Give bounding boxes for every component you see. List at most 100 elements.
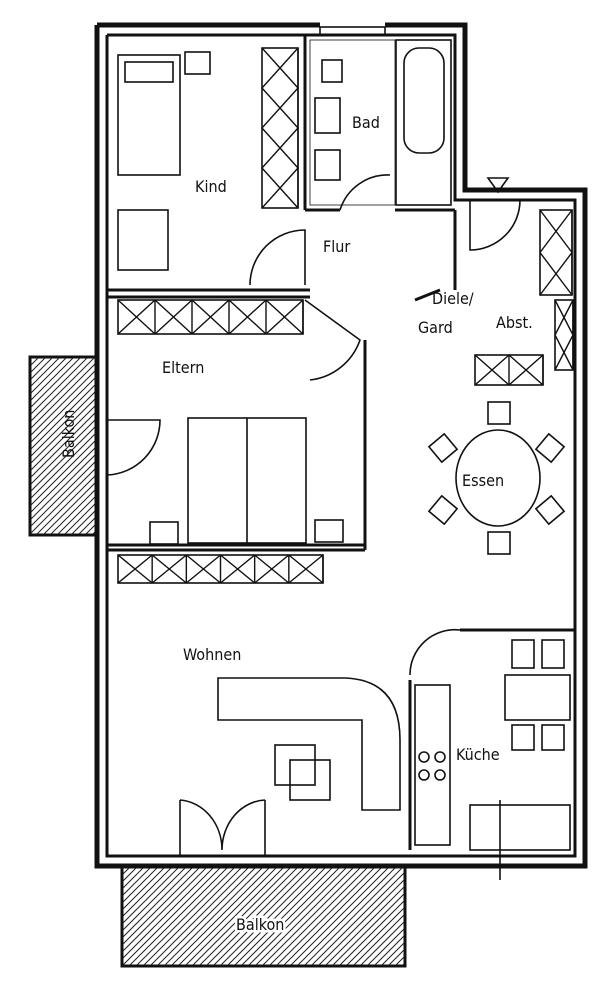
- balcony-bottom: [120, 864, 599, 968]
- hatch-line: [123, 867, 201, 945]
- hatch-line: [185, 867, 285, 965]
- hatch-line: [473, 867, 571, 965]
- wardrobe-cross: [539, 209, 573, 253]
- hatch-line: [205, 358, 381, 534]
- hatch-line: [255, 867, 355, 965]
- hatch-line: [184, 358, 360, 534]
- hatch-line: [150, 867, 250, 965]
- hatch-line: [31, 439, 96, 506]
- hatch-line: [410, 867, 508, 965]
- wardrobe-cross: [254, 554, 290, 584]
- room-label-gard: Gard: [418, 318, 453, 337]
- hatch-line: [248, 867, 348, 965]
- hatch-line: [31, 460, 96, 527]
- hatch-line: [360, 921, 404, 965]
- hatch-line: [177, 358, 353, 534]
- outer-walls: [94, 22, 588, 869]
- room-label-balkon-left: Balkon: [59, 410, 78, 458]
- hatch-line: [332, 893, 404, 965]
- hatch-line: [31, 358, 81, 408]
- hatch-line: [31, 411, 96, 478]
- wardrobe-cross: [261, 167, 299, 209]
- hatch-line: [374, 935, 404, 965]
- hatch-line: [353, 914, 404, 965]
- room-label-kueche: Küche: [456, 745, 500, 764]
- hatch-line: [395, 956, 404, 965]
- hatch-line: [31, 362, 96, 429]
- hatch-line: [31, 358, 74, 401]
- hatch-line: [123, 867, 180, 924]
- hatch-line: [31, 369, 96, 436]
- hatch-line: [283, 867, 383, 965]
- hatch-line: [247, 358, 423, 534]
- hatch-line: [459, 867, 557, 965]
- hatch-line: [31, 425, 96, 492]
- hatch-line: [31, 358, 88, 415]
- hatch-line: [494, 867, 592, 965]
- hatch-line: [123, 867, 187, 931]
- furniture: [117, 39, 574, 880]
- hatch-line: [212, 358, 388, 534]
- hatch-line: [452, 867, 550, 965]
- wardrobe-cross: [265, 299, 304, 335]
- hatch-line: [123, 867, 145, 889]
- hatch-line: [50, 488, 96, 534]
- room-label-abst: Abst.: [496, 313, 533, 332]
- hatch-line: [438, 867, 536, 965]
- hatch-line: [31, 404, 96, 471]
- room-label-kind: Kind: [195, 177, 227, 196]
- hatch-line: [163, 358, 339, 534]
- hatch-line: [339, 900, 404, 965]
- hatch-line: [501, 867, 599, 965]
- hatch-line: [346, 907, 404, 965]
- hatch-line: [445, 867, 543, 965]
- hatch-line: [304, 867, 404, 965]
- hatch-line: [57, 495, 96, 534]
- wardrobe-cross: [191, 299, 230, 335]
- hatch-line: [431, 867, 529, 965]
- hatch-line: [31, 418, 96, 485]
- hatch-line: [199, 867, 299, 965]
- hatch-line: [78, 516, 96, 534]
- hatch-line: [64, 502, 96, 534]
- hatch-line: [143, 867, 243, 965]
- hatch-line: [226, 358, 402, 534]
- hatch-line: [31, 467, 96, 534]
- hatch-line: [171, 867, 271, 965]
- hatch-line: [170, 358, 346, 534]
- hatch-line: [206, 867, 306, 965]
- hatch-line: [123, 867, 131, 875]
- hatch-line: [149, 358, 325, 534]
- hatch-line: [268, 358, 444, 534]
- hatch-line: [198, 358, 374, 534]
- hatch-line: [123, 867, 173, 917]
- hatch-line: [178, 867, 278, 965]
- hatch-line: [219, 358, 395, 534]
- hatch-line: [31, 397, 96, 464]
- hatch-line: [129, 867, 229, 965]
- wardrobe-cross: [220, 554, 256, 584]
- doors: [106, 174, 521, 856]
- wardrobe-cross: [508, 354, 544, 386]
- hatch-line: [123, 867, 208, 952]
- hatch-line: [325, 886, 404, 965]
- hatch-line: [31, 358, 46, 373]
- hatch-line: [191, 358, 367, 534]
- interior-walls: [107, 35, 575, 850]
- hatch-line: [262, 867, 362, 965]
- hatch-line: [487, 867, 585, 965]
- hatch-line: [367, 928, 404, 965]
- hatch-line: [123, 867, 194, 938]
- hatch-line: [123, 867, 222, 965]
- hatch-line: [480, 867, 578, 965]
- hatch-line: [121, 358, 297, 534]
- hatch-line: [114, 358, 290, 534]
- wardrobe-cross: [288, 554, 324, 584]
- wardrobe-cross: [154, 299, 193, 335]
- hatch-line: [466, 867, 564, 965]
- hatch-line: [31, 358, 67, 394]
- balcony-left: [28, 355, 444, 537]
- hatch-line: [123, 867, 152, 896]
- hatch-line: [31, 358, 95, 422]
- hatch-line: [92, 530, 96, 534]
